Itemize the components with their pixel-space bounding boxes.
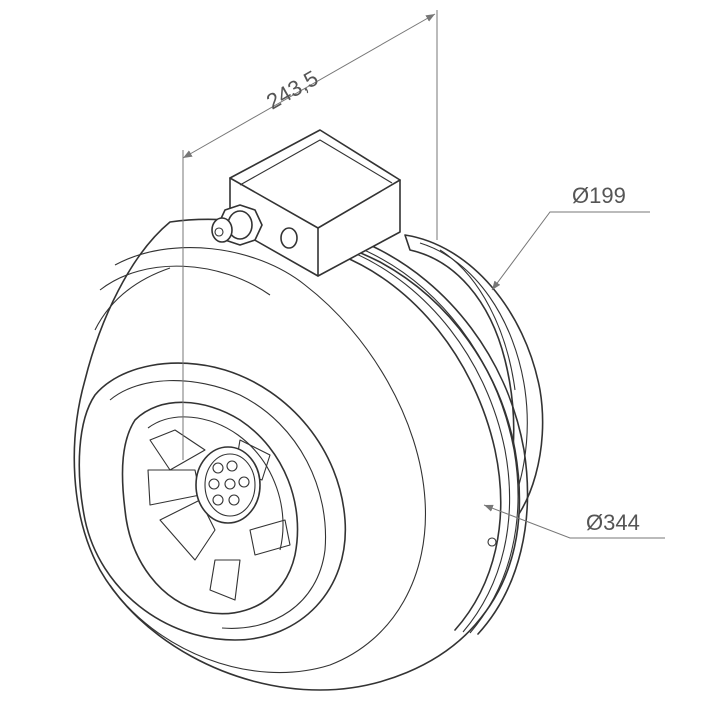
outlet-diameter-label: Ø199	[572, 183, 626, 208]
dimension-outlet-diameter: Ø199	[491, 183, 650, 291]
cable-gland	[211, 204, 263, 246]
housing-diameter-label: Ø344	[586, 510, 640, 535]
length-dimension-label: 243,5	[262, 65, 322, 114]
motor-hub	[195, 446, 261, 524]
dimension-housing-diameter: Ø344	[483, 504, 665, 539]
